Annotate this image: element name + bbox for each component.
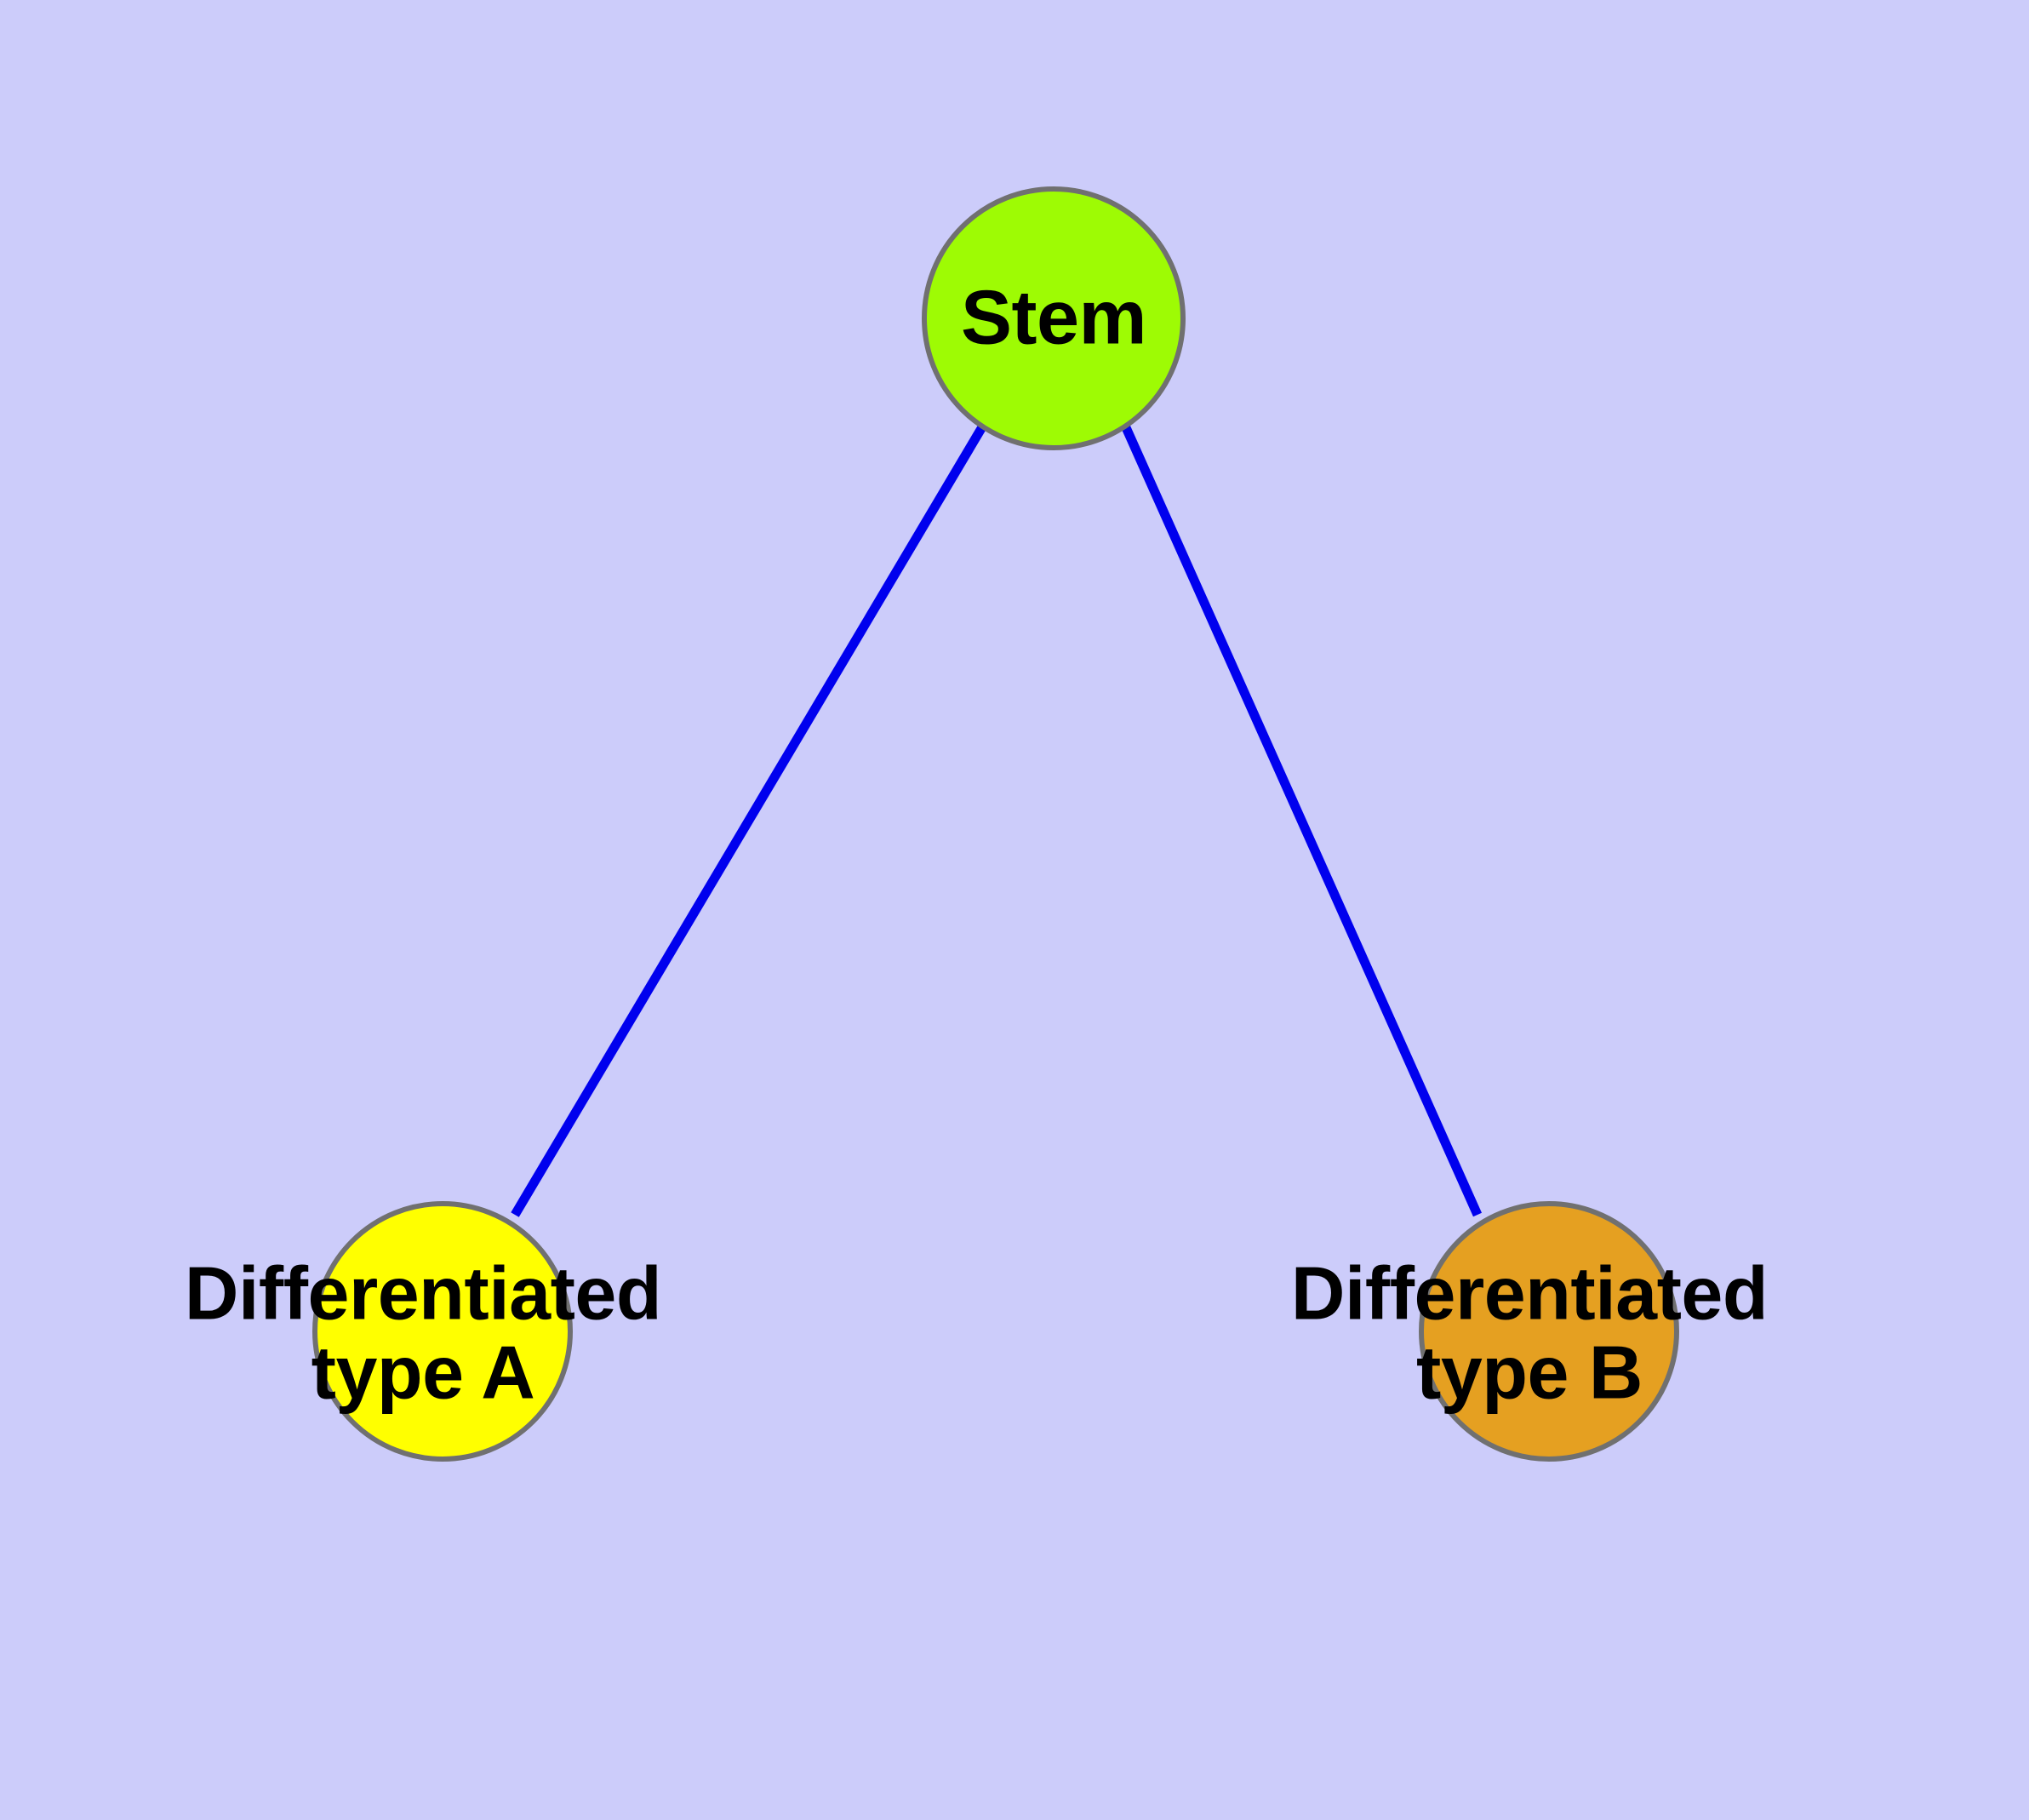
nodes-group (312, 186, 1679, 1462)
node-differentiated-type-a[interactable] (312, 1201, 573, 1462)
node-differentiated-type-b[interactable] (1419, 1201, 1679, 1462)
edges-group (511, 423, 1483, 1217)
node-stem[interactable] (922, 186, 1186, 450)
edge-stem-to-differentiated-type-b[interactable] (1120, 423, 1483, 1217)
edge-stem-to-differentiated-type-a[interactable] (511, 423, 987, 1217)
